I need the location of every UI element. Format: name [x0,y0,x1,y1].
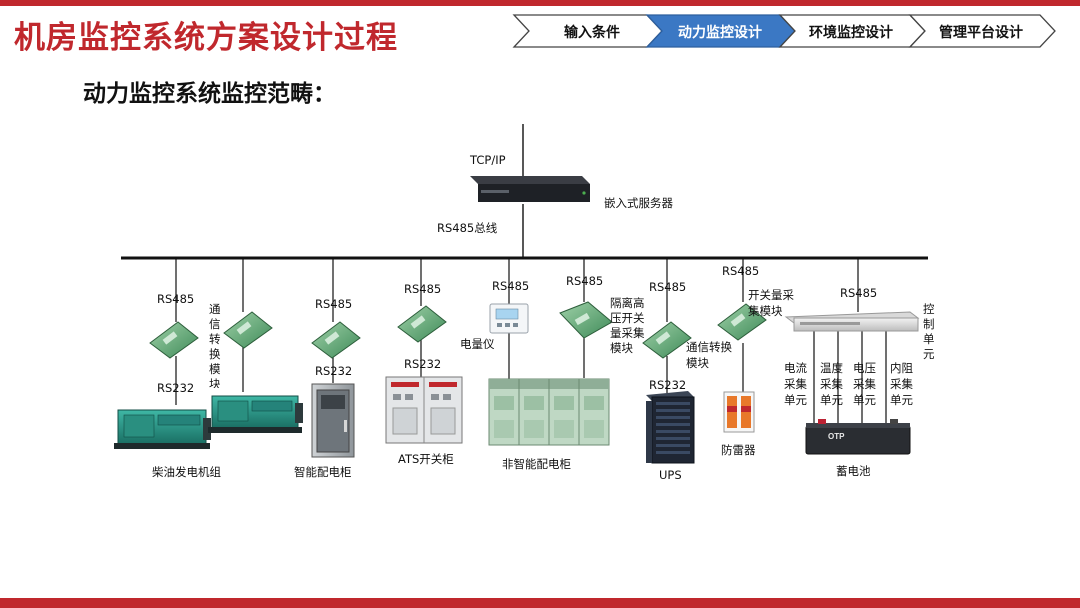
meter-label: 电量仪 [460,337,495,351]
rs485-module-smart-cabinet [311,321,361,359]
battery-rs485-label: RS485 [840,286,878,300]
surge-module-label: 开关量采集模块 [748,288,794,318]
ups-converter-label: 通信转换模块 [686,340,732,370]
battery-brand-text: OTP [828,432,845,441]
generator-device-label: 柴油发电机组 [152,465,221,479]
step-management-platform[interactable]: 管理平台设计 [939,25,1023,41]
surge-device-label: 防雷器 [721,443,756,457]
smart-cabinet-rs485-label: RS485 [315,297,353,311]
generator-converter-label: 通信转换模块 [209,302,221,388]
surge-protector-device [723,391,755,433]
battery-unit-voltage: 电压采集单元 [853,361,876,407]
step-input-conditions[interactable]: 输入条件 [564,25,620,41]
ats-rs232-label: RS232 [404,357,442,371]
diesel-generator-1 [114,409,211,449]
smart-cabinet-device-label: 智能配电柜 [294,465,352,479]
steps-arrows [512,14,1056,48]
top-accent-bar [0,0,1080,6]
generator-rs232-label: RS232 [157,381,195,395]
bottom-accent-bar [0,598,1080,608]
hv-rs485-label: RS485 [566,274,604,288]
battery-control-unit-device [784,311,920,332]
rs485-module-ats [397,305,447,343]
ups-rs232-label: RS232 [649,378,687,392]
battery-unit-temperature: 温度采集单元 [820,361,843,407]
ats-cabinet-device [385,376,463,444]
generator-rs485-label: RS485 [157,292,195,306]
battery-control-label: 控制单元 [923,302,935,361]
step-power-monitoring[interactable]: 动力监控设计 [678,25,762,41]
rs485-module-hv [559,301,613,339]
section-subtitle: 动力监控系统监控范畴： [83,81,336,107]
embedded-server-device [470,176,590,202]
step-environment-monitoring[interactable]: 环境监控设计 [809,25,893,41]
surge-rs485-label: RS485 [722,264,760,278]
smart-distribution-cabinet-device [311,383,355,458]
battery-device: OTP [805,419,911,455]
step-4-arrow[interactable] [908,14,1056,48]
ats-rs485-label: RS485 [404,282,442,296]
bus-label: RS485总线 [437,221,498,235]
rs485-module-ups [642,321,692,359]
ups-rs485-label: RS485 [649,280,687,294]
tcpip-label: TCP/IP [470,153,506,167]
energy-meter-device [489,303,529,334]
ups-device [646,391,695,464]
server-label: 嵌入式服务器 [604,196,673,210]
page-title: 机房监控系统方案设计过程 [14,20,398,56]
battery-unit-current: 电流采集单元 [784,361,807,407]
diesel-generator-2 [208,395,303,433]
rs485-module-generator [149,321,199,359]
rs485-module-surge [717,303,767,341]
battery-unit-resistance: 内阻采集单元 [890,361,913,407]
ups-device-label: UPS [659,468,682,482]
branch-lines [175,258,887,424]
battery-device-label: 蓄电池 [836,464,871,478]
meter-rs485-label: RS485 [492,279,530,293]
ats-device-label: ATS开关柜 [398,452,454,466]
smart-cabinet-rs232-label: RS232 [315,364,353,378]
switchgear-device-label: 非智能配电柜 [502,457,571,471]
hv-module-label: 隔离高压开关量采集模块 [610,296,645,355]
rs485-module-converter [223,311,273,349]
non-smart-switchgear-device [488,378,610,446]
